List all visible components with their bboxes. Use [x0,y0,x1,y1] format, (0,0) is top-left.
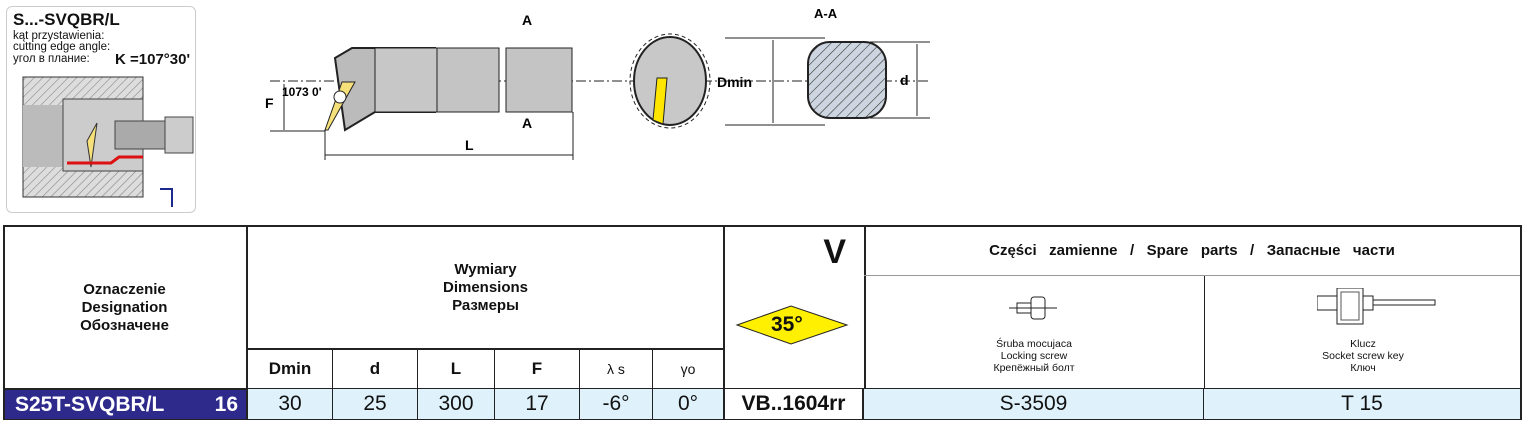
section-a-bottom: A [522,115,532,131]
value-screw: S-3509 [864,389,1204,419]
dim-dmin: Dmin [717,74,752,90]
insert-letter: V [823,233,846,271]
col-gamma: γo [653,350,725,388]
value-key: T 15 [1204,389,1520,419]
designation-size: 16 [214,392,238,416]
dim-l: L [465,137,474,153]
value-insert: VB..1604rr [725,389,864,419]
value-f: 17 [495,389,580,419]
col-l: L [418,350,495,388]
spare-parts-header: Części zamienne / Spare parts / Запасные… [864,227,1520,276]
insert-diamond-icon [735,305,849,345]
spec-table [3,225,1522,420]
card-line-ru: угол в плание: [13,53,90,65]
boring-illustration [22,76,194,207]
value-d: 25 [333,389,418,419]
insert-header: V 35° [725,227,866,389]
value-l: 300 [418,389,495,419]
dim-f: F [265,95,274,111]
tool-drawing: A A A-A F 1073 0' L Dmin d [265,6,930,160]
designation-code: S25T-SVQBR/L [15,392,165,416]
value-lambda: -6° [580,389,653,419]
col-d: d [333,350,418,388]
section-aa-label: A-A [814,6,838,21]
card-title: S...-SVQBR/L [13,10,120,29]
card-angle: K =107°30' [115,51,191,68]
row-designation: S25T-SVQBR/L 16 [5,390,248,419]
value-dmin: 30 [248,389,333,419]
dim-d: d [900,72,909,88]
card-line-en: cutting edge angle: [13,41,111,53]
key-icon [1317,288,1436,325]
col-lambda: λ s [580,350,653,388]
card-line-pl: kąt przystawienia: [13,30,105,42]
value-gamma: 0° [653,389,725,419]
dim-angle: 1073 0' [282,85,322,99]
col-dmin: Dmin [248,350,333,388]
screw-icon [1009,296,1057,320]
col-f: F [495,350,580,388]
insert-angle: 35° [771,313,803,336]
info-card: S...-SVQBR/L kąt przystawienia: cutting … [6,6,196,213]
section-a-top: A [522,12,532,28]
